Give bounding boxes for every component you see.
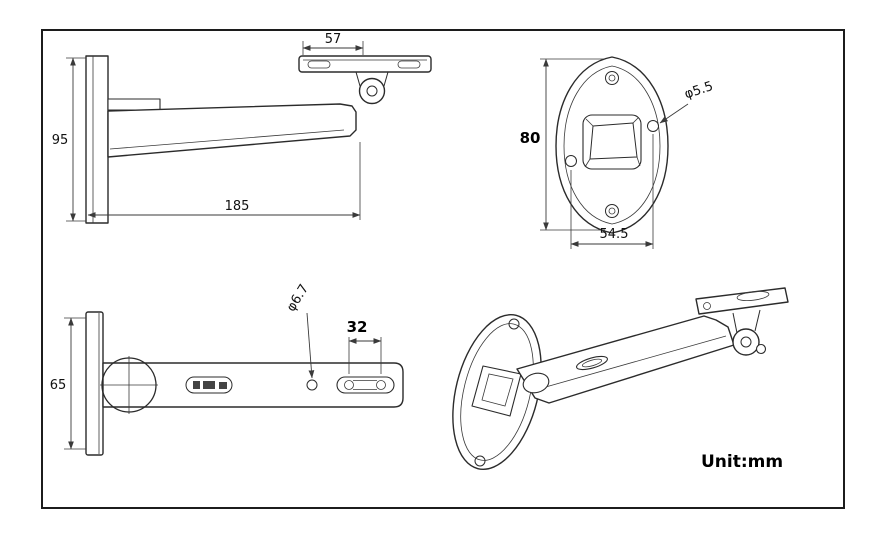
- clevis-right-line: [383, 71, 389, 87]
- screw-hole-right: [647, 120, 659, 132]
- logo-engraving-2: [203, 381, 215, 389]
- base-plate-inner-outline: [563, 65, 661, 225]
- slot-hole-right: [376, 380, 386, 390]
- iso-clevis-left: [732, 312, 738, 334]
- screw-hole-top: [605, 71, 619, 85]
- iso-platform-hole: [703, 302, 711, 310]
- iso-arm-slot-inner: [581, 358, 603, 368]
- iso-hole-bottom: [474, 455, 486, 467]
- dim-65-label: 65: [50, 378, 67, 393]
- logo-badge: [185, 376, 233, 394]
- iso-arm-slot: [576, 355, 608, 371]
- arm-hole: [306, 379, 318, 391]
- iso-platform-slot: [736, 290, 770, 302]
- unit-label: Unit:mm: [701, 452, 783, 472]
- dim-545-label: 54.5: [600, 227, 629, 242]
- screw-hole-top-inner: [608, 74, 616, 82]
- dim-95-label: 95: [52, 133, 69, 148]
- screw-hole-bottom-inner: [608, 207, 616, 215]
- wall-plate-top: [85, 311, 104, 456]
- boss-corner-line-4: [584, 158, 591, 168]
- iso-base-inner: [460, 323, 534, 461]
- screw-hole-bottom: [605, 204, 619, 218]
- iso-pivot-joint: [732, 328, 760, 356]
- arm-rib: [107, 98, 161, 111]
- logo-engraving-3: [219, 382, 227, 389]
- camera-platform: [298, 55, 432, 73]
- dim-base-height: 80: [520, 58, 605, 231]
- center-boss: [582, 114, 642, 170]
- iso-arm: [516, 315, 735, 404]
- dim-185-label: 185: [225, 199, 250, 214]
- dim-platform-width: 57: [302, 32, 364, 55]
- base-plate-view: 80 φ5.5 54.5: [520, 56, 715, 249]
- side-view: 57 95 185: [52, 32, 432, 224]
- wall-plate: [85, 55, 109, 224]
- iso-hole-top: [508, 318, 520, 330]
- slot-hole-left: [344, 380, 354, 390]
- iso-pivot-bolt: [740, 336, 752, 348]
- iso-arm-facet: [527, 335, 727, 393]
- dim-57-label: 57: [325, 32, 342, 47]
- top-view: 65 φ6.7 32: [50, 282, 404, 456]
- platform-slot-right: [397, 60, 421, 69]
- dim-32-label: 32: [347, 318, 368, 336]
- dim-hole-spacing: 54.5: [570, 134, 654, 249]
- dim-slot-spacing: 32: [347, 318, 382, 374]
- clevis-left-line: [355, 71, 361, 87]
- platform-slot-left: [307, 60, 331, 69]
- pivot-joint: [358, 77, 386, 105]
- isometric-view: [452, 287, 789, 470]
- dim-arm-length: 185: [87, 142, 361, 220]
- mount-arm-top: [102, 362, 404, 408]
- iso-center-boss-face: [481, 373, 514, 407]
- boss-corner-line-1: [585, 118, 594, 127]
- dim-plate-height-95: 95: [52, 57, 86, 222]
- boss-corner-line-3: [636, 156, 641, 167]
- logo-engraving-1: [193, 381, 200, 389]
- boss-corner-line-2: [632, 117, 639, 124]
- screw-hole-left: [565, 155, 577, 167]
- pivot-bolt: [366, 85, 378, 97]
- iso-side-knob: [755, 343, 767, 355]
- iso-clevis-right: [754, 309, 761, 332]
- drawing-frame: [41, 29, 845, 509]
- dim-80-label: 80: [520, 129, 541, 147]
- iso-arm-flange: [522, 372, 550, 394]
- arm-shade-line: [109, 129, 345, 150]
- dim-plate-height-65: 65: [50, 317, 86, 450]
